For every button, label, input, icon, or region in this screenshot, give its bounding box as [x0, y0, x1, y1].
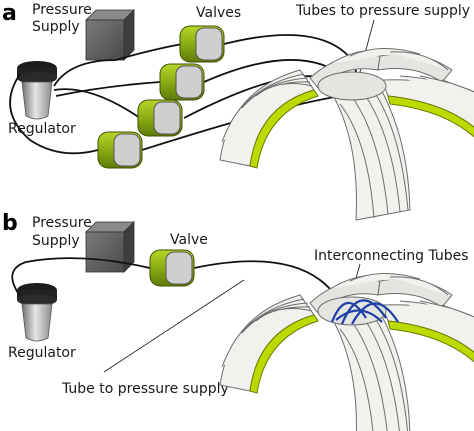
panel-a-letter: a [2, 1, 17, 26]
actuator-a [219, 47, 474, 221]
regulator-b-label: Regulator [8, 345, 76, 361]
interconnecting-tubes [330, 299, 399, 325]
valve-2 [159, 63, 205, 101]
valves-label: Valves [196, 5, 241, 21]
tubes-label: Tubes to pressure supply [295, 3, 470, 19]
panel-b-letter: b [2, 211, 18, 236]
panel-a: a Pressure Supply Valves Tubes to pressu… [2, 1, 474, 221]
tube-reg-valve3 [53, 88, 141, 119]
tube-b-leader-line [103, 279, 245, 373]
tube-reg-valve1 [53, 43, 183, 87]
regulator-b [16, 282, 58, 342]
tube-reg-valve4 [9, 73, 99, 155]
pressure-supply-box-b [85, 221, 135, 273]
valve-4 [97, 131, 143, 169]
pressure-supply-box [85, 9, 135, 61]
tube-reg-valve-b [11, 257, 151, 297]
actuator-b [219, 272, 474, 431]
pressure-supply-label-line1: Pressure [32, 2, 92, 18]
panel-b: b Pressure Supply Valve Interconnecting … [2, 211, 474, 431]
pressure-supply-label-line2: Supply [32, 19, 80, 35]
regulator [16, 60, 58, 120]
regulator-label: Regulator [8, 121, 76, 137]
valve-3 [137, 99, 183, 137]
valve-label: Valve [170, 232, 208, 248]
valve-b [149, 249, 195, 287]
tube-b-label: Tube to pressure supply [61, 381, 229, 397]
pressure-supply-b-label-line2: Supply [32, 233, 80, 249]
pressure-supply-b-label-line1: Pressure [32, 215, 92, 231]
tube-reg-valve2 [55, 81, 161, 97]
interconnecting-tubes-label: Interconnecting Tubes [314, 248, 469, 264]
valve-1 [179, 25, 225, 63]
